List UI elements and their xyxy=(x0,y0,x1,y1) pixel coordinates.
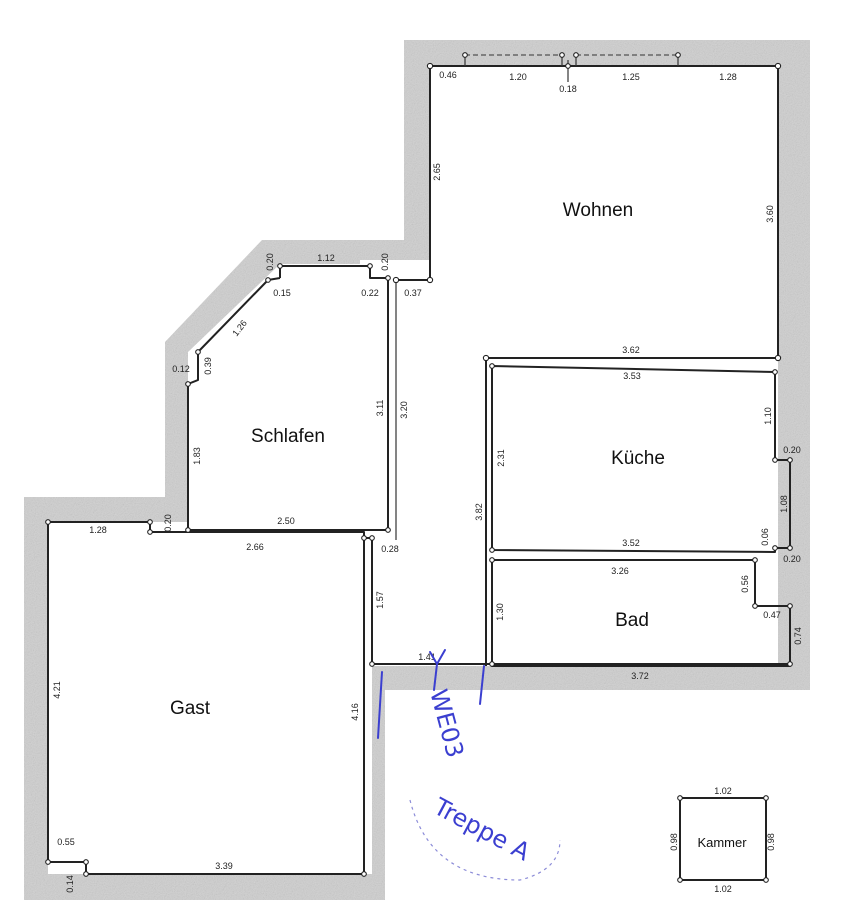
dim-label: 1.08 xyxy=(779,495,789,513)
dim-label: 1.30 xyxy=(495,603,505,621)
room-label-gast: Gast xyxy=(170,698,211,719)
dim-label: 3.60 xyxy=(765,205,775,223)
room-label-kammer: Kammer xyxy=(697,835,747,850)
dim-label: 2.66 xyxy=(246,542,264,552)
dim-label: 0.22 xyxy=(361,288,379,298)
dim-label: 1.02 xyxy=(714,884,732,894)
dim-label: 0.15 xyxy=(273,288,291,298)
dim-label: 0.37 xyxy=(404,288,422,298)
room-label-kueche: Küche xyxy=(611,448,665,469)
dim-label: 3.11 xyxy=(375,400,385,417)
dim-label: 3.53 xyxy=(623,371,641,381)
dim-label: 0.20 xyxy=(783,554,801,564)
dim-label: 1.41 xyxy=(418,652,436,662)
room-kammer xyxy=(679,797,767,881)
dim-label: 3.39 xyxy=(215,861,233,871)
dim-label: 3.26 xyxy=(611,566,629,576)
dim-label: 0.20 xyxy=(783,445,801,455)
dim-label: 0.14 xyxy=(65,875,75,893)
dim-label: 1.12 xyxy=(317,253,335,263)
dim-label: 1.57 xyxy=(375,591,385,609)
dim-label: 4.16 xyxy=(350,703,360,721)
dim-label: 1.25 xyxy=(622,72,640,82)
dim-label: 3.72 xyxy=(631,671,649,681)
dim-label: 1.28 xyxy=(719,72,737,82)
dim-label: 1.28 xyxy=(89,525,107,535)
dim-label: 0.74 xyxy=(793,627,803,645)
dim-label: 2.50 xyxy=(277,516,295,526)
dim-label: 0.18 xyxy=(559,84,577,94)
dim-label: 2.65 xyxy=(432,163,442,181)
room-label-bad: Bad xyxy=(615,610,649,631)
dim-label: 0.20 xyxy=(265,253,275,271)
dim-label: 3.82 xyxy=(474,503,484,521)
dim-label: 0.98 xyxy=(766,833,776,851)
entrance-label: WE03 xyxy=(424,686,469,760)
stairs-label: Treppe A xyxy=(428,792,535,867)
outer-wall-band xyxy=(24,40,810,900)
dim-label: 0.56 xyxy=(740,575,750,593)
room-label-schlafen: Schlafen xyxy=(251,426,325,447)
vertex-nodes xyxy=(45,52,793,883)
dim-label: 0.46 xyxy=(439,70,457,80)
dim-label: 0.12 xyxy=(172,364,190,374)
dim-label: 0.55 xyxy=(57,837,75,847)
dim-label: 0.20 xyxy=(163,514,173,532)
dimension-labels: 0.46 1.20 0.18 1.25 1.28 3.62 0.37 1.12 … xyxy=(52,70,803,894)
dim-label: 1.10 xyxy=(763,407,773,425)
dim-label: 3.52 xyxy=(622,538,640,548)
dim-label: 0.06 xyxy=(760,528,770,546)
room-schlafen xyxy=(187,265,397,540)
dim-label: 0.39 xyxy=(203,357,213,375)
dim-label: 4.21 xyxy=(52,681,62,699)
dim-label: 0.98 xyxy=(669,833,679,851)
dim-label: 0.47 xyxy=(763,610,781,620)
dim-label: 1.02 xyxy=(714,786,732,796)
dim-label: 3.62 xyxy=(622,345,640,355)
dim-label: 1.83 xyxy=(192,447,202,465)
dim-label: 0.28 xyxy=(381,544,399,554)
dim-label: 1.20 xyxy=(509,72,527,82)
dim-label: 3.20 xyxy=(399,401,409,419)
dim-label: 0.20 xyxy=(380,253,390,271)
dim-label: 2.31 xyxy=(496,449,506,467)
room-label-wohnen: Wohnen xyxy=(563,200,633,221)
